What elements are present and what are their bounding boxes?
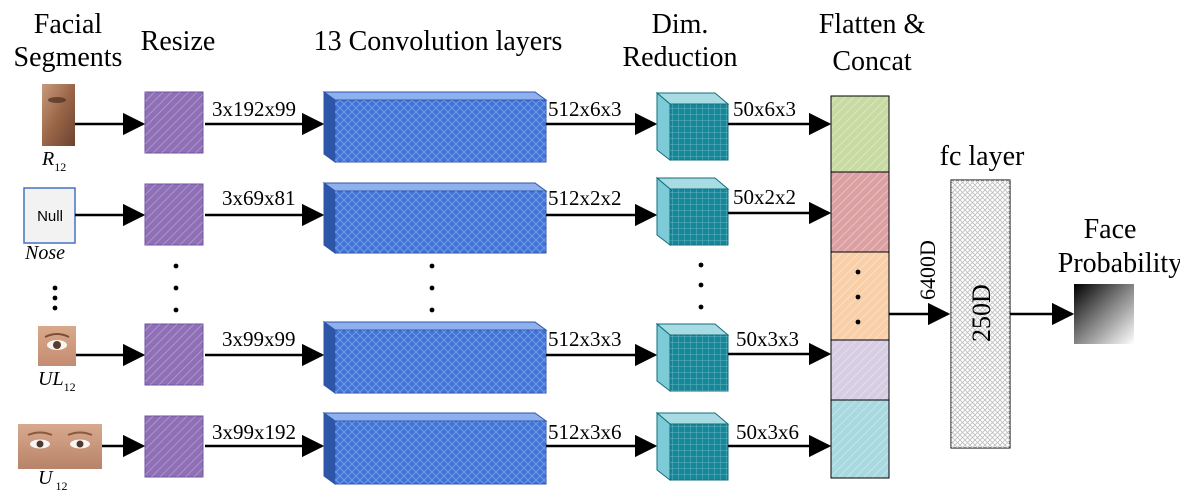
header-dim-reduction-line2: Reduction (622, 42, 737, 73)
row-ul12: UL12 3x99x99 512x3x3 50x3x3 (38, 321, 832, 394)
segment-null-box: Null (23, 187, 76, 244)
resize-block (144, 415, 204, 478)
reduction-block (655, 411, 730, 482)
header-facial-segments-line2: Segments (14, 42, 123, 73)
reduced-dim-label: 50x2x2 (733, 185, 796, 209)
header-resize: Resize (141, 26, 216, 57)
concat-ellipsis (855, 269, 861, 325)
header-face-probability-line1: Face (1084, 214, 1137, 245)
conv-dim-label: 512x3x3 (548, 327, 622, 351)
row-r12: R12 3x192x99 512x6x3 50x6x3 (41, 84, 832, 174)
conv-block (322, 321, 548, 394)
segment-image-u12 (18, 424, 102, 469)
header-flatten-concat-line2: Concat (832, 46, 912, 77)
row-nose: Null Nose 3x69x81 512x2x2 50x2x2 (23, 176, 832, 264)
segment-label-ul12: UL12 (38, 368, 76, 394)
conv-block (322, 182, 548, 254)
resize-block (144, 183, 204, 246)
fc-size-label: 250D (967, 284, 996, 342)
header-convolution-layers: 13 Convolution layers (314, 26, 563, 57)
conv-block (322, 412, 548, 485)
resize-block (144, 323, 204, 386)
header-face-probability-line2: Probability (1058, 248, 1180, 279)
fc-layer-block (950, 179, 1011, 449)
reduced-dim-label: 50x3x3 (736, 327, 799, 351)
conv-dim-label: 512x6x3 (548, 97, 622, 121)
reduction-block (655, 91, 730, 162)
segment-label-nose: Nose (24, 242, 65, 264)
input-dim-label: 3x192x99 (212, 97, 296, 121)
reduction-block (655, 322, 730, 393)
header-fc-layer: fc layer (940, 141, 1025, 172)
reduced-dim-label: 50x3x6 (736, 420, 799, 444)
input-dim-label: 3x99x192 (212, 420, 296, 444)
header-facial-segments-line1: Facial (34, 9, 103, 40)
segment-image-ul12 (38, 326, 76, 366)
header-flatten-concat-line1: Flatten & (819, 9, 926, 40)
reduced-dim-label: 50x6x3 (733, 97, 796, 121)
null-label: Null (37, 208, 63, 225)
resize-block (144, 91, 204, 154)
input-dim-label: 3x69x81 (222, 186, 296, 210)
ellipsis-dots (52, 262, 704, 313)
segment-image-r12 (42, 84, 75, 146)
conv-dim-label: 512x2x2 (548, 186, 622, 210)
face-probability-map (1074, 284, 1134, 344)
input-dim-label: 3x99x99 (222, 327, 296, 351)
header-dim-reduction-line1: Dim. (652, 9, 709, 40)
concat-column (830, 95, 890, 479)
conv-dim-label: 512x3x6 (548, 420, 622, 444)
segment-label-r12: R12 (41, 148, 66, 174)
conv-block (322, 91, 548, 163)
concat-size-label: 6400D (915, 240, 940, 300)
reduction-block (655, 176, 730, 247)
